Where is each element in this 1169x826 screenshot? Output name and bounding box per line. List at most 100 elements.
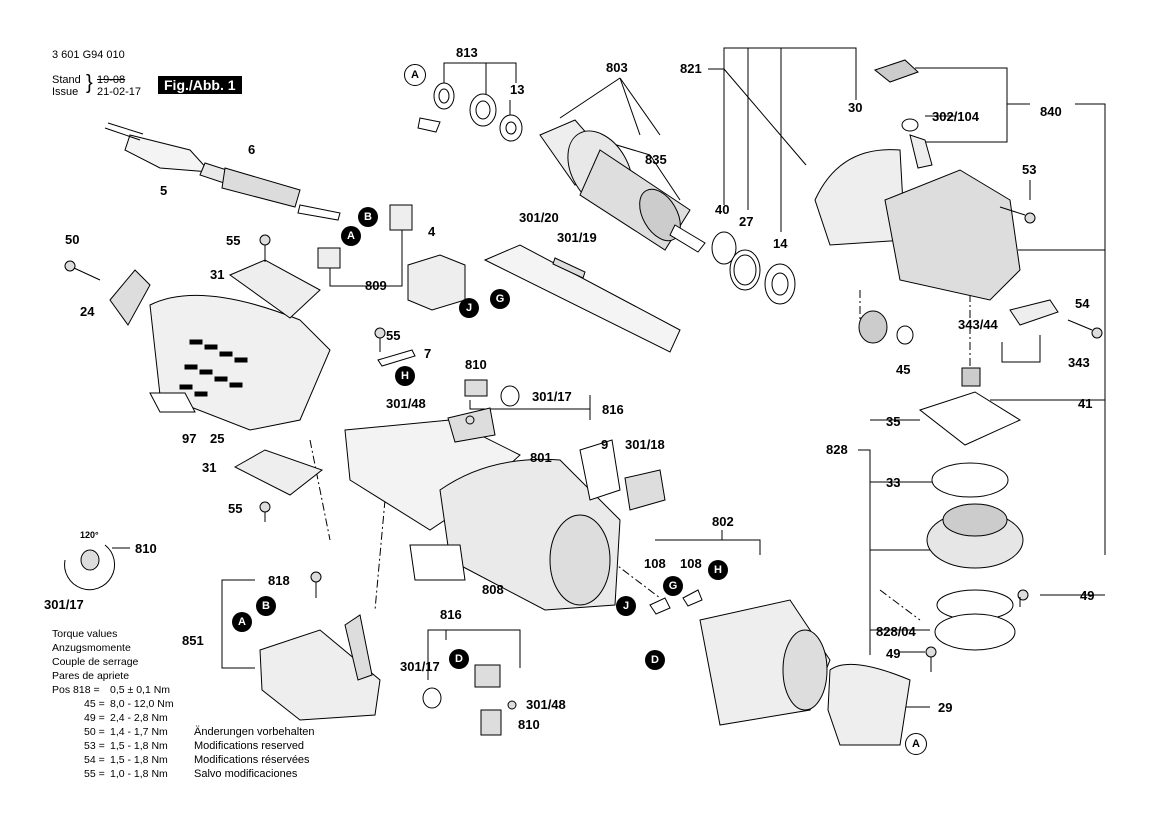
label-50: 50 xyxy=(65,232,80,247)
connector-marker-h: H xyxy=(395,366,415,386)
angle-label: 120° xyxy=(80,530,99,540)
label-813: 813 xyxy=(456,45,478,60)
label-802: 802 xyxy=(712,514,734,529)
torque-pos: 54 = xyxy=(84,754,105,766)
stand-old-date: 19-08 xyxy=(97,74,126,86)
label-55-mid: 55 xyxy=(386,328,401,343)
label-835: 835 xyxy=(645,152,667,167)
label-302-104: 302/104 xyxy=(932,109,979,124)
label-7: 7 xyxy=(424,346,432,361)
torque-pos: 45 = xyxy=(84,698,105,710)
connector-marker-h: H xyxy=(708,560,728,580)
label-35: 35 xyxy=(886,414,901,429)
torque-title-es: Pares de apriete xyxy=(52,670,130,682)
stand-label: Stand xyxy=(52,74,81,86)
connector-marker-a: A xyxy=(404,64,426,86)
connector-marker-g: G xyxy=(663,576,683,596)
torque-value: 0,5 ± 0,1 Nm xyxy=(110,684,171,696)
label-818: 818 xyxy=(268,573,290,588)
label-45: 45 xyxy=(896,362,911,377)
label-808: 808 xyxy=(482,582,504,597)
torque-pos: 53 = xyxy=(84,740,105,752)
torque-title-en: Torque values xyxy=(52,628,118,640)
modifications-en: Modifications reserved xyxy=(194,740,305,752)
brace-glyph: } xyxy=(86,72,93,94)
torque-value: 8,0 - 12,0 Nm xyxy=(110,698,174,710)
label-30: 30 xyxy=(848,100,863,115)
label-54: 54 xyxy=(1075,296,1090,311)
connector-marker-a: A xyxy=(341,226,361,246)
label-810-bottom: 810 xyxy=(518,717,540,732)
torque-title-de: Anzugsmomente xyxy=(52,642,131,654)
label-343-44: 343/44 xyxy=(958,317,998,332)
label-29: 29 xyxy=(938,700,953,715)
label-108-a: 108 xyxy=(644,556,666,571)
label-301-48-bottom: 301/48 xyxy=(526,697,566,712)
connector-marker-a: A xyxy=(232,612,252,632)
torque-pos: 49 = xyxy=(84,712,105,724)
label-6: 6 xyxy=(248,142,256,157)
label-301-18: 301/18 xyxy=(625,437,665,452)
label-33: 33 xyxy=(886,475,901,490)
torque-value: 1,0 - 1,8 Nm xyxy=(110,768,168,780)
torque-value: 2,4 - 2,8 Nm xyxy=(110,712,168,724)
label-55-bottom: 55 xyxy=(228,501,243,516)
connector-marker-d: D xyxy=(449,649,469,669)
label-840: 840 xyxy=(1040,104,1062,119)
stand-new-date: 21-02-17 xyxy=(97,86,142,98)
label-53: 53 xyxy=(1022,162,1037,177)
torque-title-fr: Couple de serrage xyxy=(52,656,139,668)
label-301-19: 301/19 xyxy=(557,230,597,245)
connector-marker-b: B xyxy=(256,596,276,616)
torque-pos: 50 = xyxy=(84,726,105,738)
label-803: 803 xyxy=(606,60,628,75)
label-24: 24 xyxy=(80,304,95,319)
label-801: 801 xyxy=(530,450,552,465)
label-13: 13 xyxy=(510,82,525,97)
label-810-left: 810 xyxy=(135,541,157,556)
connector-marker-d: D xyxy=(645,650,665,670)
label-301-17-top: 301/17 xyxy=(532,389,572,404)
connector-marker-j: J xyxy=(616,596,636,616)
torque-value: 1,5 - 1,8 Nm xyxy=(110,754,168,766)
connector-marker-g: G xyxy=(490,289,510,309)
figure-label: Fig./Abb. 1 xyxy=(158,76,242,94)
label-809: 809 xyxy=(365,278,387,293)
modifications-es: Salvo modificaciones xyxy=(194,768,298,780)
label-41: 41 xyxy=(1078,396,1093,411)
label-49-right: 49 xyxy=(1080,588,1095,603)
label-55-top: 55 xyxy=(226,233,241,248)
label-31-bottom: 31 xyxy=(202,460,217,475)
label-821: 821 xyxy=(680,61,702,76)
label-810-mid: 810 xyxy=(465,357,487,372)
modifications-fr: Modifications réservées xyxy=(194,754,310,766)
connector-marker-b: B xyxy=(358,207,378,227)
connector-marker-a: A xyxy=(905,733,927,755)
label-816-bottom: 816 xyxy=(440,607,462,622)
label-301-48-top: 301/48 xyxy=(386,396,426,411)
label-31-top: 31 xyxy=(210,267,225,282)
label-301-20: 301/20 xyxy=(519,210,559,225)
label-301-17-left: 301/17 xyxy=(44,597,84,612)
label-108-b: 108 xyxy=(680,556,702,571)
issue-label: Issue xyxy=(52,86,79,98)
document-number: 3 601 G94 010 xyxy=(52,49,125,61)
label-27: 27 xyxy=(739,214,754,229)
label-4: 4 xyxy=(428,224,436,239)
label-828: 828 xyxy=(826,442,848,457)
label-25: 25 xyxy=(210,431,225,446)
torque-pos: Pos 818 = xyxy=(52,684,100,696)
modifications-de: Änderungen vorbehalten xyxy=(194,726,315,738)
torque-value: 1,5 - 1,8 Nm xyxy=(110,740,168,752)
label-343: 343 xyxy=(1068,355,1090,370)
label-40: 40 xyxy=(715,202,730,217)
torque-value: 1,4 - 1,7 Nm xyxy=(110,726,168,738)
label-5: 5 xyxy=(160,183,168,198)
label-828-04: 828/04 xyxy=(876,624,916,639)
torque-pos: 55 = xyxy=(84,768,105,780)
connector-marker-j: J xyxy=(459,298,479,318)
label-9: 9 xyxy=(601,437,609,452)
label-301-17-bottom: 301/17 xyxy=(400,659,440,674)
